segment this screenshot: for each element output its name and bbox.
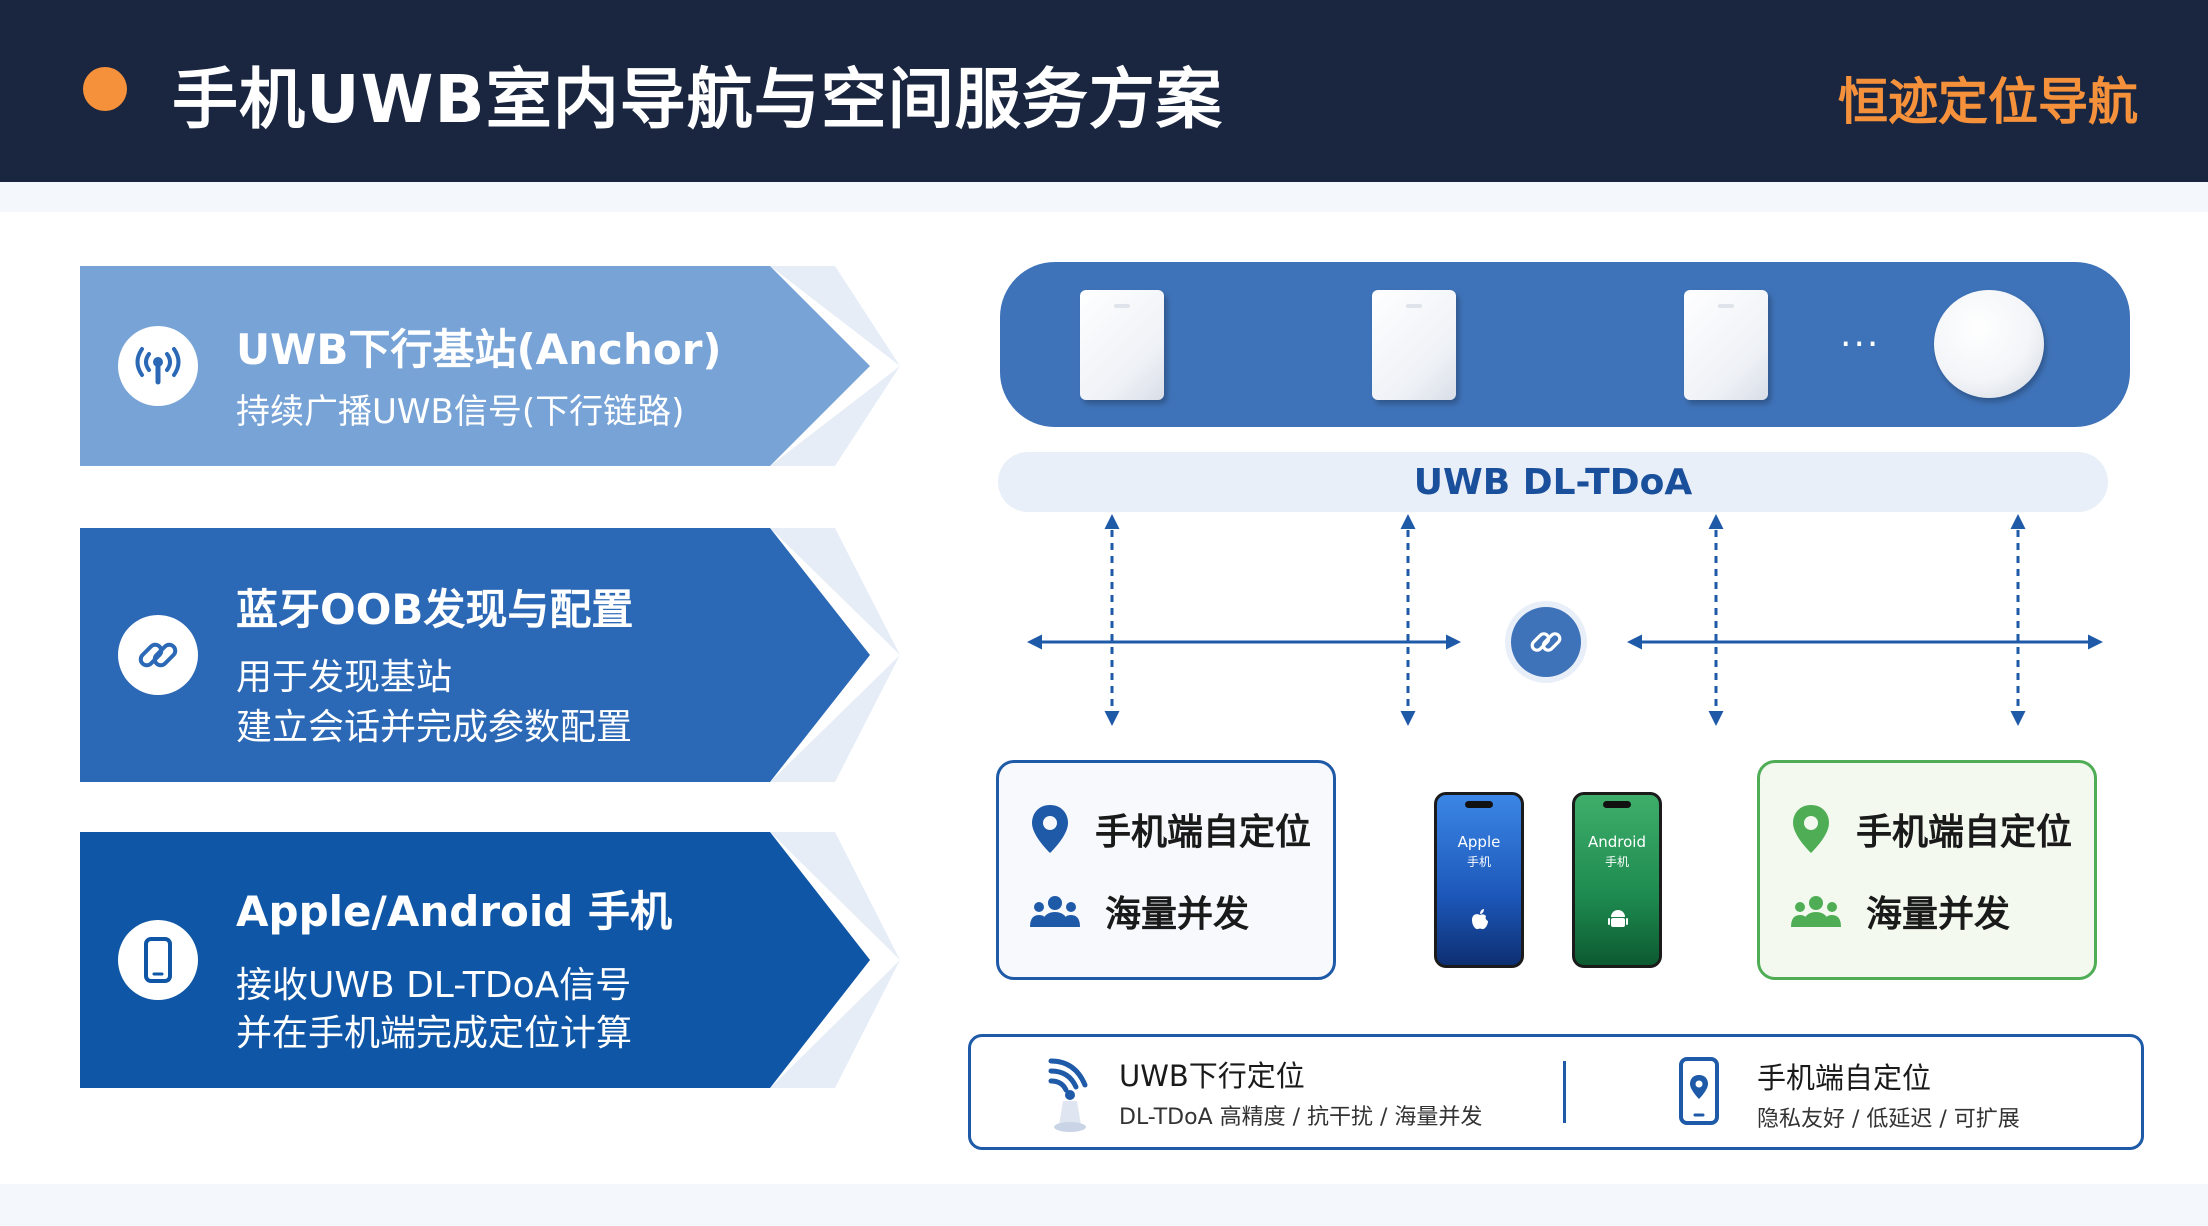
- card-line: 接收UWB DL-TDoA信号: [236, 965, 632, 1006]
- box-row: 手机端自定位: [1029, 803, 1311, 855]
- box-label: 海量并发: [1866, 894, 2011, 935]
- card-title: Apple/Android 手机: [236, 887, 672, 936]
- box-row: 手机端自定位: [1790, 803, 2072, 855]
- phone-brand: Android: [1588, 833, 1646, 851]
- card-line: 建立会话并完成参数配置: [236, 707, 633, 748]
- bluetooth-link-icon: [1511, 607, 1581, 677]
- location-pin-icon: [1032, 805, 1068, 853]
- card-arrow-shape: [80, 528, 900, 782]
- box-label: 手机端自定位: [1856, 812, 2073, 853]
- box-row: 海量并发: [1790, 885, 2010, 937]
- signal-arrows: [1027, 514, 2103, 726]
- antenna-icon: [118, 326, 198, 406]
- card-line: 并在手机端完成定位计算: [236, 1013, 633, 1054]
- page-title: 手机UWB室内导航与空间服务方案: [172, 61, 1223, 138]
- summary-divider: [1563, 1061, 1566, 1123]
- card-uwb-anchor: UWB下行基站(Anchor) 持续广播UWB信号(下行链路): [0, 266, 900, 466]
- card-title: 蓝牙OOB发现与配置: [236, 585, 634, 634]
- summary-right-subtitle: 隐私友好 / 低延迟 / 可扩展: [1757, 1107, 2020, 1132]
- phone-location-icon: [1679, 1057, 1719, 1125]
- box-label: 海量并发: [1105, 894, 1250, 935]
- uwb-signal-icon: [1048, 1058, 1088, 1132]
- card-line: 用于发现基站: [236, 657, 453, 698]
- card-phones: Apple/Android 手机 接收UWB DL-TDoA信号 并在手机端完成…: [0, 832, 900, 1088]
- card-arrow-shape: [80, 266, 900, 466]
- android-logo-icon: [1608, 910, 1628, 927]
- card-arrow-shape: [80, 832, 900, 1088]
- bottom-band: [0, 1184, 2208, 1226]
- box-label: 手机端自定位: [1095, 812, 1312, 853]
- users-group-icon: [1791, 896, 1841, 927]
- self-positioning-box-green: 手机端自定位 海量并发: [1757, 760, 2097, 980]
- summary-left-title: UWB下行定位: [1119, 1059, 1305, 1093]
- top-band: [0, 182, 2208, 212]
- phone-icon: [118, 920, 198, 1000]
- apple-phone-image: Apple 手机: [1434, 792, 1524, 968]
- card-bluetooth-oob: 蓝牙OOB发现与配置 用于发现基站 建立会话并完成参数配置: [0, 528, 900, 782]
- anchor-device-icon: [1684, 290, 1768, 400]
- brand-name: 恒迹定位导航: [1838, 73, 2138, 131]
- anchor-device-icon: [1372, 290, 1456, 400]
- self-positioning-box-blue: 手机端自定位 海量并发: [996, 760, 1336, 980]
- phone-label: 手机: [1604, 855, 1629, 869]
- header-bar: 手机UWB室内导航与空间服务方案 恒迹定位导航: [0, 0, 2208, 182]
- location-pin-icon: [1793, 805, 1829, 853]
- dome-anchor-device-icon: [1934, 290, 2044, 398]
- title-bullet-dot: [83, 67, 127, 111]
- android-phone-image: Android 手机: [1572, 792, 1662, 968]
- card-line: 持续广播UWB信号(下行链路): [236, 392, 685, 432]
- link-icon: [118, 615, 198, 695]
- users-group-icon: [1030, 896, 1080, 927]
- anchor-device-icon: [1080, 290, 1164, 400]
- phone-label: 手机: [1466, 855, 1491, 869]
- card-title: UWB下行基站(Anchor): [236, 325, 722, 374]
- summary-right-title: 手机端自定位: [1757, 1061, 1932, 1095]
- apple-logo-icon: [1472, 909, 1488, 930]
- box-row: 海量并发: [1029, 885, 1249, 937]
- phone-brand: Apple: [1457, 833, 1501, 851]
- more-devices-ellipsis: ···: [1840, 324, 1881, 365]
- summary-left-subtitle: DL-TDoA 高精度 / 抗干扰 / 海量并发: [1119, 1105, 1483, 1130]
- protocol-label: UWB DL-TDoA: [998, 452, 2108, 512]
- summary-box: UWB下行定位 DL-TDoA 高精度 / 抗干扰 / 海量并发 手机端自定位 …: [968, 1034, 2144, 1150]
